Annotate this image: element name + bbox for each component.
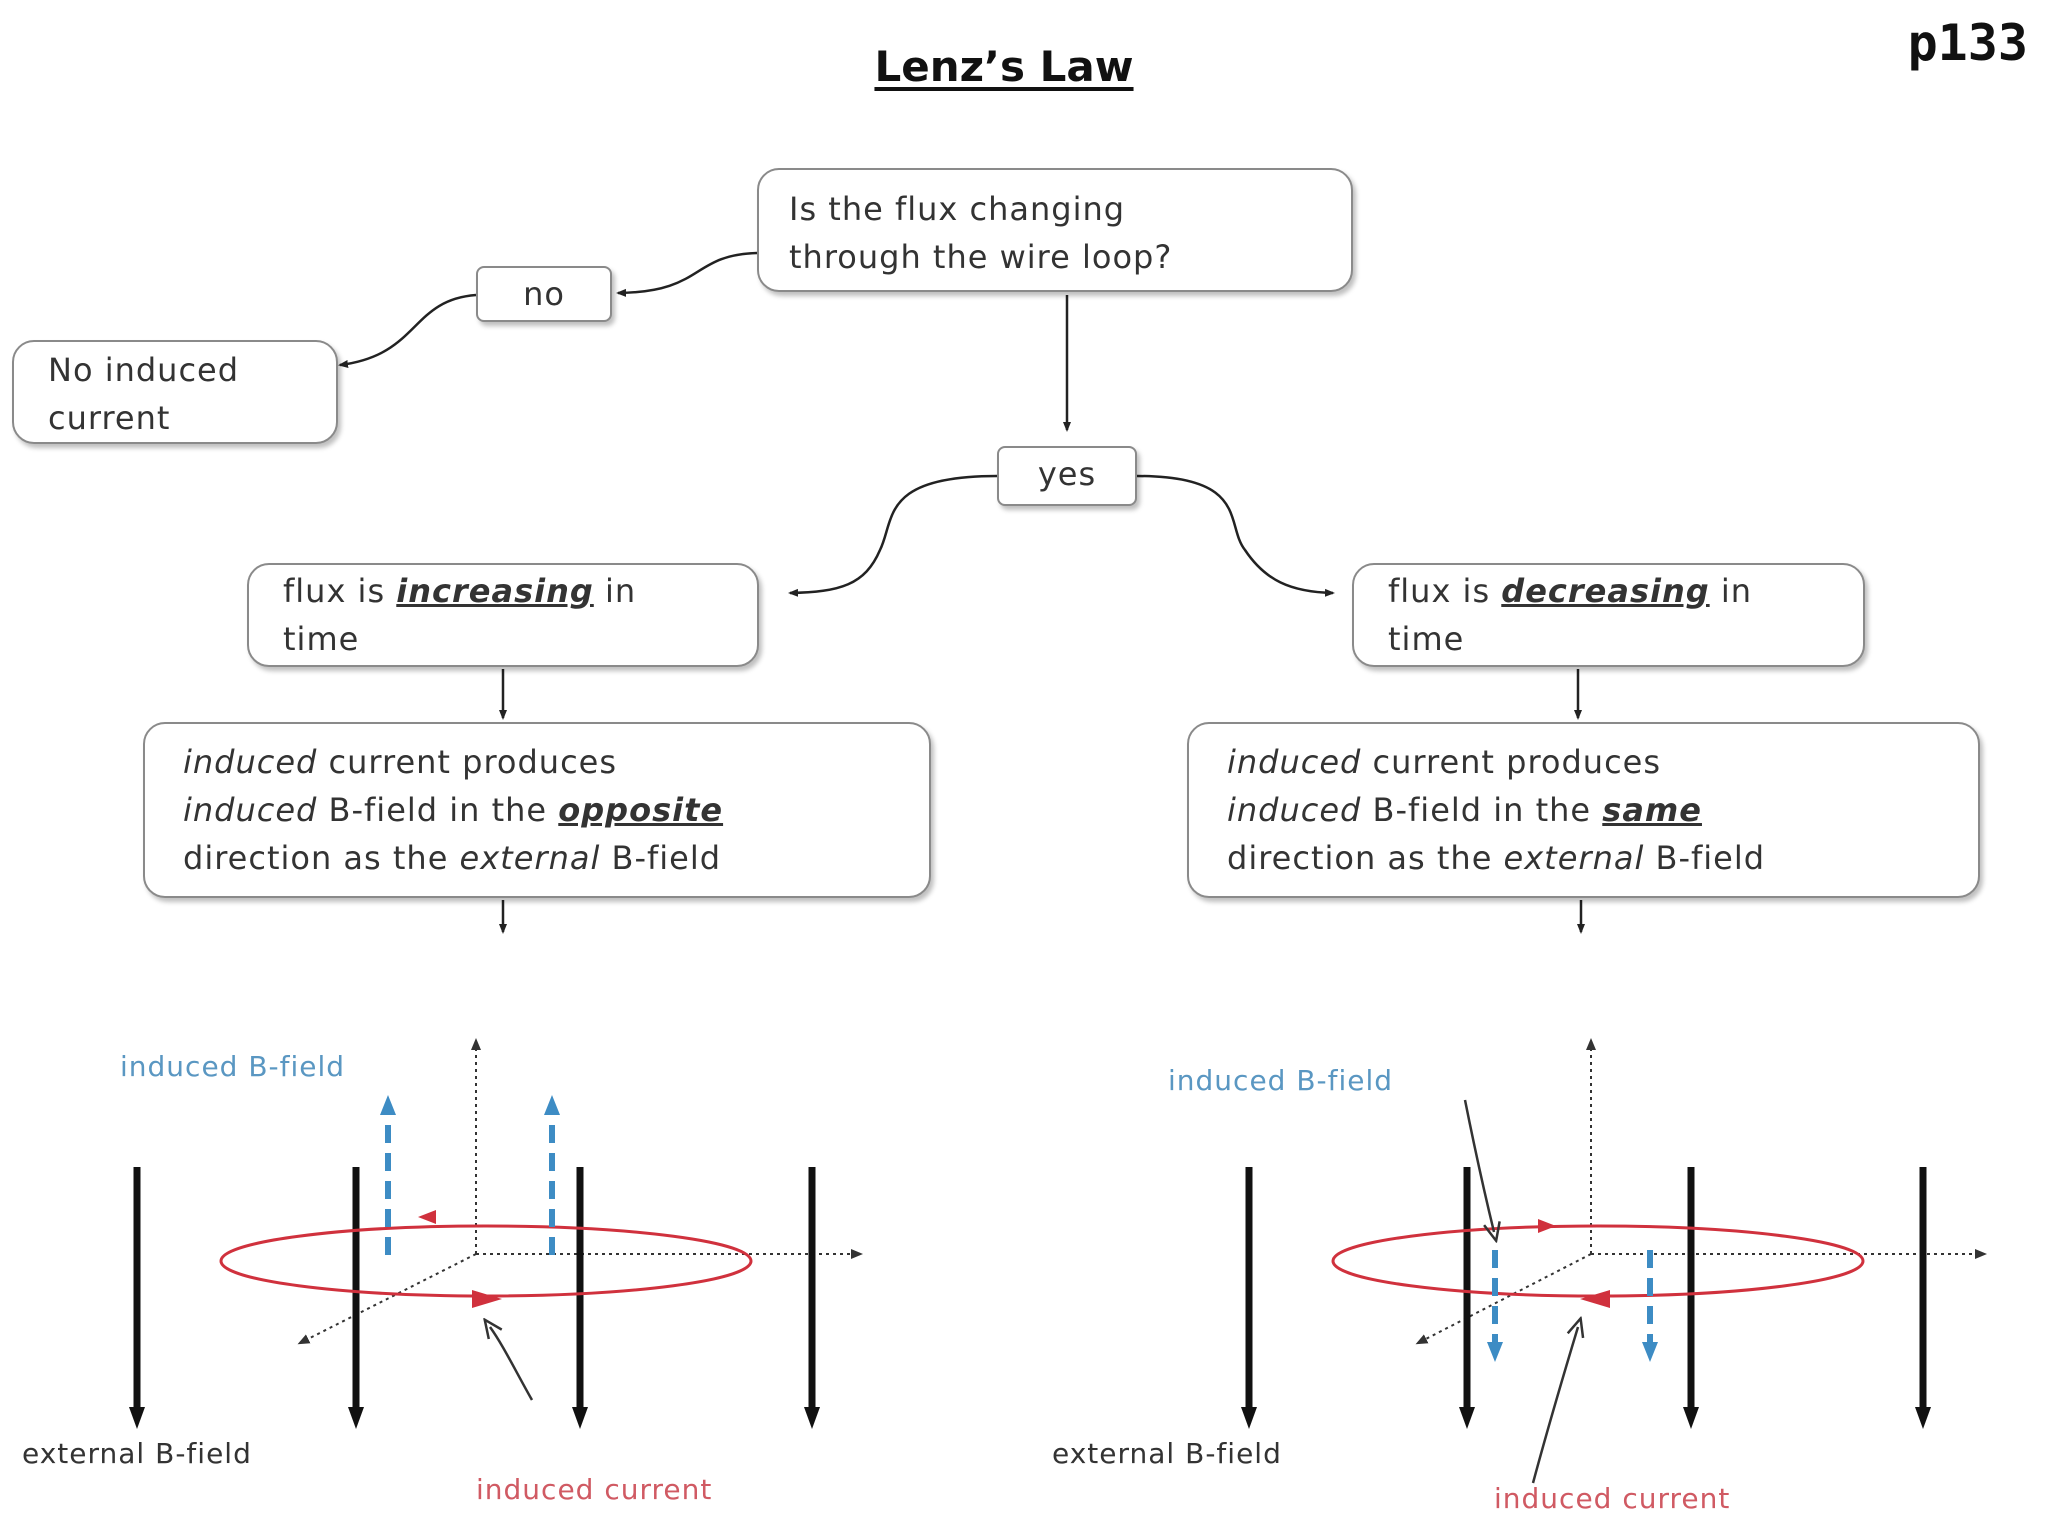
connector-yes-right — [1136, 474, 1335, 597]
left-induced-field-label: induced B-field — [120, 1050, 346, 1083]
right-external-field-lines — [1241, 1167, 1931, 1429]
right-flux-emph: decreasing — [1501, 572, 1710, 610]
yes-label: yes — [1037, 455, 1097, 493]
right-rule-emph: same — [1602, 791, 1702, 829]
right-induced-field-arrows — [1487, 1250, 1658, 1362]
right-flux-box: flux is decreasing in time — [1352, 563, 1865, 667]
question-line-2: through the wire loop? — [789, 238, 1173, 276]
right-field-diagram — [1241, 1038, 1987, 1484]
connector-question-no — [616, 251, 758, 297]
left-axes — [297, 1038, 863, 1345]
page-title: Lenz’s Law — [874, 42, 1134, 91]
left-current-arrow-top — [418, 1210, 436, 1224]
left-rule-emph: opposite — [558, 791, 724, 829]
right-induced-field-label: induced B-field — [1168, 1064, 1394, 1097]
no-box: no — [476, 266, 612, 322]
no-result-line-1: No induced — [48, 351, 240, 389]
left-rule-box: induced current produces induced B-field… — [143, 722, 931, 898]
right-current-pointer — [1531, 1327, 1578, 1484]
left-axis-y — [297, 1253, 477, 1345]
question-box: Is the flux changing through the wire lo… — [757, 168, 1353, 292]
right-external-field-label: external B-field — [1052, 1437, 1282, 1470]
right-field-pointer — [1463, 1099, 1494, 1232]
left-flux-box: flux is increasing in time — [247, 563, 759, 667]
left-flux-emph: increasing — [396, 572, 594, 610]
left-current-pointer — [490, 1327, 534, 1401]
right-wire-loop — [1331, 1224, 1865, 1298]
left-external-field-label: external B-field — [22, 1437, 252, 1470]
left-wire-loop — [219, 1224, 753, 1298]
right-axis-y — [1415, 1253, 1592, 1345]
yes-box: yes — [997, 446, 1137, 506]
no-result-line-2: current — [48, 399, 171, 437]
connectors — [338, 251, 1585, 934]
right-rule-box: induced current produces induced B-field… — [1187, 722, 1980, 898]
no-result-box: No induced current — [12, 340, 338, 444]
left-field-diagram — [129, 1038, 863, 1429]
left-induced-current-label: induced current — [476, 1473, 713, 1506]
right-induced-current-label: induced current — [1494, 1482, 1731, 1515]
left-flux-line-2: time — [283, 620, 360, 658]
left-induced-field-arrows — [380, 1095, 560, 1255]
right-current-arrow-top — [1538, 1219, 1556, 1233]
right-current-arrow-bottom — [1580, 1290, 1610, 1308]
question-line-1: Is the flux changing — [789, 190, 1126, 228]
connector-yes-left — [788, 474, 998, 597]
left-current-arrow-bottom — [472, 1290, 502, 1308]
right-axes — [1415, 1038, 1987, 1345]
right-flux-line-2: time — [1388, 620, 1465, 658]
connector-no-result — [338, 293, 477, 368]
page-number: p133 — [1907, 14, 2028, 72]
no-label: no — [523, 275, 565, 313]
